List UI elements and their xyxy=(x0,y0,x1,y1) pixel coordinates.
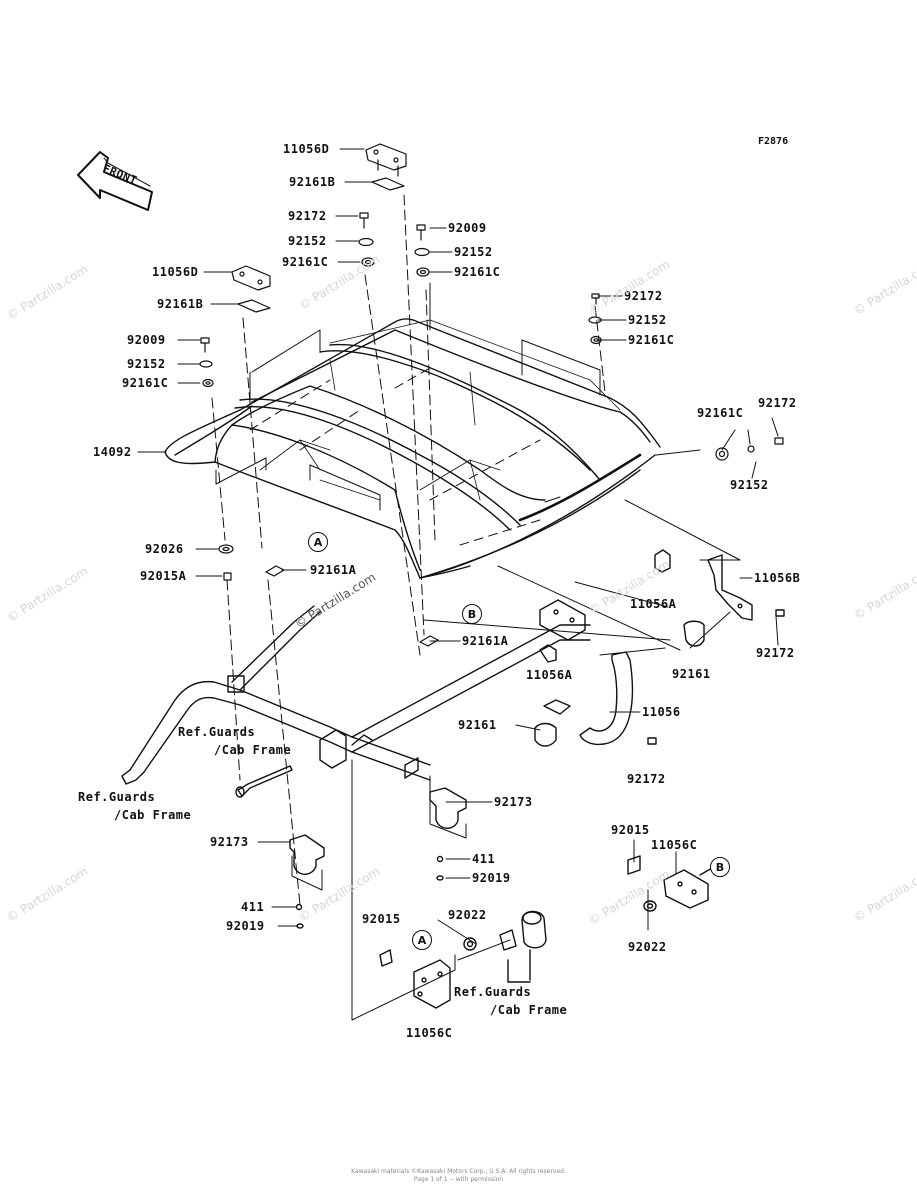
part-label: 92172 xyxy=(288,209,327,223)
ref-circle-b: B xyxy=(710,857,730,877)
front-arrow-icon xyxy=(77,151,153,211)
part-label: 92009 xyxy=(448,221,487,235)
figure-code: F2876 xyxy=(758,136,789,147)
part-label: 11056D xyxy=(152,265,199,279)
part-label: 92161C xyxy=(122,376,169,390)
part-label: 92152 xyxy=(628,313,667,327)
part-label: 14092 xyxy=(93,445,132,459)
part-label: 92172 xyxy=(758,396,797,410)
part-label: 92009 xyxy=(127,333,166,347)
part-label: 92015A xyxy=(140,569,187,583)
part-label: 11056 xyxy=(642,705,681,719)
part-label: 92019 xyxy=(472,871,511,885)
part-label: 92015 xyxy=(362,912,401,926)
ref-circle-b: B xyxy=(462,604,482,624)
part-label: 92152 xyxy=(454,245,493,259)
part-label: 92152 xyxy=(127,357,166,371)
copyright-line: Kawasaki materials ©Kawasaki Motors Corp… xyxy=(351,1168,566,1175)
ref-guards-cab-frame-upper: Ref.Guards /Cab Frame xyxy=(178,723,291,759)
part-label: 11056D xyxy=(283,142,330,156)
part-label: 92161C xyxy=(697,406,744,420)
ref-line-2: /Cab Frame xyxy=(490,1003,568,1017)
part-label: 92019 xyxy=(226,919,265,933)
part-label: 92152 xyxy=(288,234,327,248)
part-label: 92022 xyxy=(628,940,667,954)
ref-circle-a: A xyxy=(308,532,328,552)
part-label: 92161C xyxy=(282,255,329,269)
part-label: 92161B xyxy=(157,297,204,311)
ref-line-1: Ref.Guards xyxy=(178,725,256,739)
part-label: 92172 xyxy=(624,289,663,303)
part-label: 92172 xyxy=(627,772,666,786)
part-label: 92172 xyxy=(756,646,795,660)
part-label: 92161 xyxy=(458,718,497,732)
part-label: 92161C xyxy=(454,265,501,279)
roof-panel xyxy=(164,318,661,579)
copyright-notice: Kawasaki materials ©Kawasaki Motors Corp… xyxy=(0,1168,917,1184)
part-label: 11056C xyxy=(406,1026,453,1040)
part-label: 92161 xyxy=(672,667,711,681)
part-label: 411 xyxy=(472,852,496,866)
part-label: 92161B xyxy=(289,175,336,189)
part-label: 92015 xyxy=(611,823,650,837)
ref-line-1: Ref.Guards xyxy=(78,790,156,804)
part-label: 92026 xyxy=(145,542,184,556)
part-label: 11056C xyxy=(651,838,698,852)
part-label: 411 xyxy=(241,900,265,914)
part-label: 11056A xyxy=(526,668,573,682)
ref-line-2: /Cab Frame xyxy=(114,808,192,822)
ref-guards-cab-frame-lower: Ref.Guards /Cab Frame xyxy=(454,983,567,1019)
part-label: 92022 xyxy=(448,908,487,922)
part-label: 92173 xyxy=(210,835,249,849)
ref-line-2: /Cab Frame xyxy=(214,743,292,757)
ref-line-1: Ref.Guards xyxy=(454,985,532,999)
part-label: 11056B xyxy=(754,571,801,585)
ref-guards-cab-frame-left: Ref.Guards /Cab Frame xyxy=(78,788,191,824)
part-label: 11056A xyxy=(630,597,677,611)
part-label: 92173 xyxy=(494,795,533,809)
ref-circle-a: A xyxy=(412,930,432,950)
copyright-subline: Page 1 of 1 -- with permission xyxy=(413,1176,504,1183)
part-label: 92161A xyxy=(462,634,509,648)
part-label: 92161A xyxy=(310,563,357,577)
part-label: 92152 xyxy=(730,478,769,492)
part-label: 92161C xyxy=(628,333,675,347)
